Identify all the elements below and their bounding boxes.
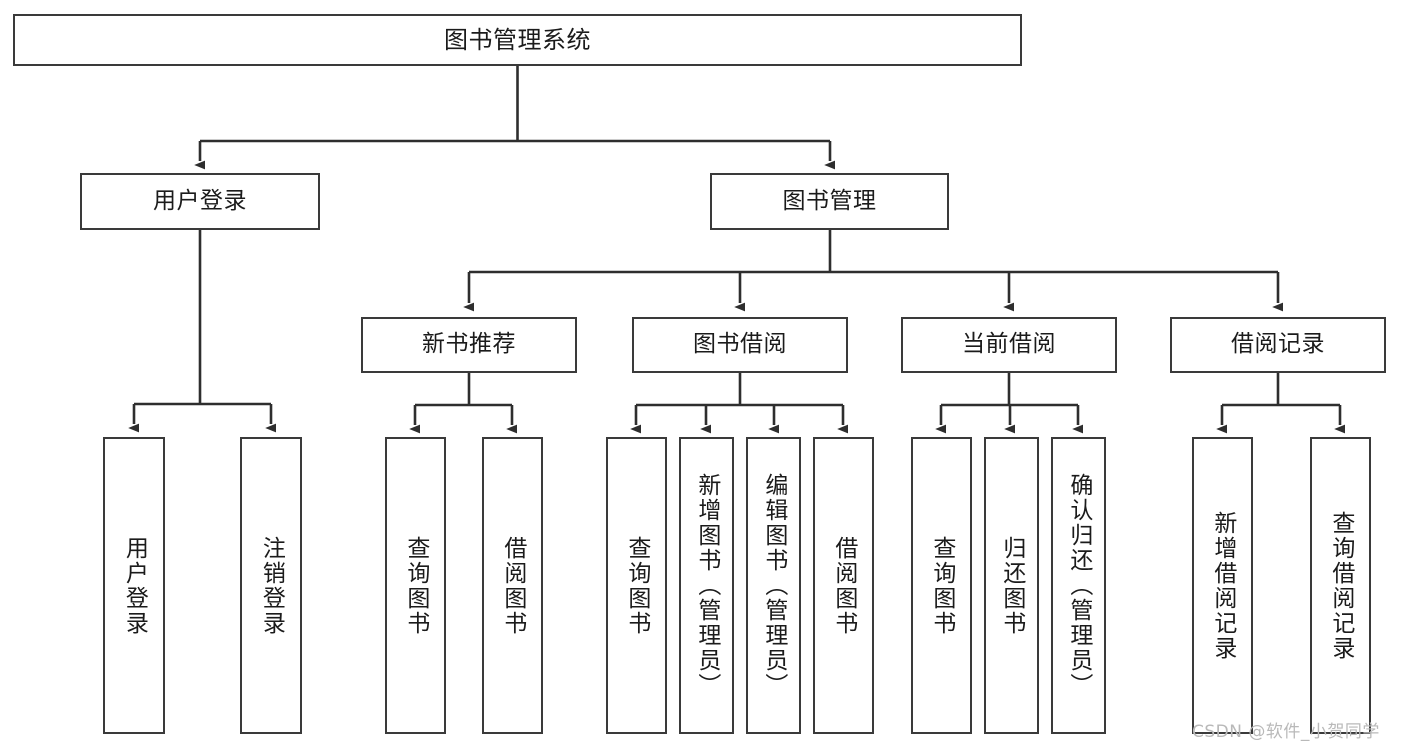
node-leaf-add-book-admin[interactable]: 新增图书（管理员）	[679, 437, 734, 734]
node-label: 借阅记录	[1231, 331, 1325, 358]
node-root-book-management-system[interactable]: 图书管理系统	[13, 14, 1022, 66]
node-leaf-add-borrow-record[interactable]: 新增借阅记录	[1192, 437, 1253, 734]
node-label: 图书管理	[782, 187, 877, 214]
node-label: 用户登录	[121, 535, 148, 636]
node-new-book-recommendation[interactable]: 新书推荐	[361, 317, 577, 373]
node-label: 确认归还（管理员）	[1065, 473, 1092, 698]
node-label: 图书管理系统	[444, 25, 591, 54]
node-label: 查询图书	[928, 535, 955, 636]
node-leaf-user-login[interactable]: 用户登录	[103, 437, 165, 734]
node-label: 新书推荐	[422, 331, 516, 358]
node-label: 编辑图书（管理员）	[760, 473, 787, 698]
node-label: 注销登录	[258, 535, 285, 636]
csdn-watermark: CSDN @软件_小贺同学	[1192, 722, 1380, 742]
node-leaf-query-book-borrow[interactable]: 查询图书	[606, 437, 667, 734]
node-label: 新增图书（管理员）	[693, 473, 720, 698]
node-current-borrowing[interactable]: 当前借阅	[901, 317, 1117, 373]
node-user-login[interactable]: 用户登录	[80, 173, 320, 230]
node-label: 借阅图书	[499, 535, 526, 636]
node-label: 归还图书	[998, 535, 1025, 636]
node-leaf-confirm-return-admin[interactable]: 确认归还（管理员）	[1051, 437, 1106, 734]
node-label: 当前借阅	[962, 331, 1056, 358]
node-label: 图书借阅	[693, 331, 787, 358]
node-label: 新增借阅记录	[1209, 510, 1236, 661]
node-leaf-query-borrow-record[interactable]: 查询借阅记录	[1310, 437, 1371, 734]
node-label: 查询借阅记录	[1327, 510, 1354, 661]
node-label: 借阅图书	[830, 535, 857, 636]
node-borrowing-records[interactable]: 借阅记录	[1170, 317, 1386, 373]
node-book-borrowing[interactable]: 图书借阅	[632, 317, 848, 373]
node-leaf-borrow-book[interactable]: 借阅图书	[813, 437, 874, 734]
node-leaf-query-book-recommend[interactable]: 查询图书	[385, 437, 446, 734]
node-book-management[interactable]: 图书管理	[710, 173, 949, 230]
node-leaf-borrow-book-recommend[interactable]: 借阅图书	[482, 437, 543, 734]
node-leaf-return-book[interactable]: 归还图书	[984, 437, 1039, 734]
node-leaf-edit-book-admin[interactable]: 编辑图书（管理员）	[746, 437, 801, 734]
node-label: 查询图书	[402, 535, 429, 636]
node-label: 查询图书	[623, 535, 650, 636]
node-leaf-query-book-current[interactable]: 查询图书	[911, 437, 972, 734]
node-label: 用户登录	[153, 187, 247, 214]
node-leaf-logout[interactable]: 注销登录	[240, 437, 302, 734]
